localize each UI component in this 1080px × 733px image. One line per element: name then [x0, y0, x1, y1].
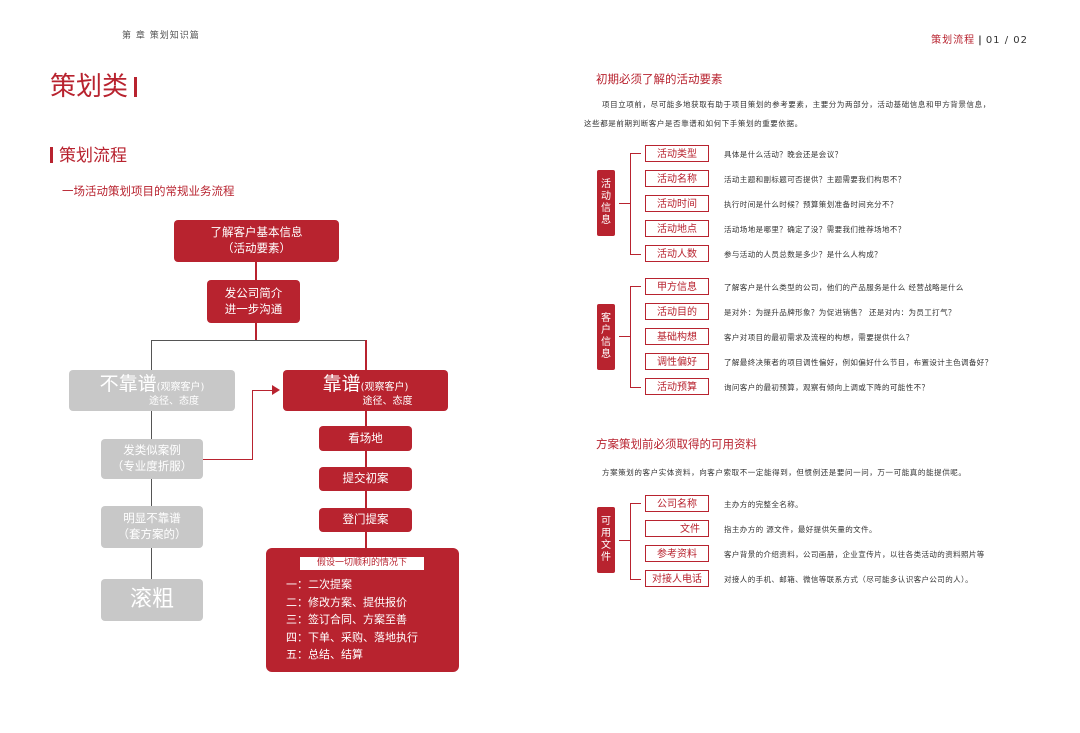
desc-activity-headcount: 参与活动的人员总数是多少？是什么人构成？: [724, 250, 882, 259]
desc-client-info: 了解客户是什么类型的公司，他们的产品服务是什么 经营战略是什么: [724, 283, 964, 292]
final-steps-tag: 假设一切顺利的情况下: [300, 557, 424, 570]
section-label: 策划流程: [931, 35, 976, 46]
desc-activity-purpose: 是对外：为提升品牌形象？为促进销售？ 还是对内：为员工打气？: [724, 308, 956, 317]
tag-client-info: 甲方信息: [645, 278, 709, 295]
tag-company-name: 公司名称: [645, 495, 709, 512]
desc-activity-budget: 询问客户的最初预算，观察有倾向上调或下降的可能性不？: [724, 383, 930, 392]
tag-activity-place: 活动地点: [645, 220, 709, 237]
connector: [255, 262, 257, 280]
flow-step-onsite-pitch: 登门提案: [319, 508, 412, 532]
desc-activity-time: 执行时间是什么时候？预算策划准备时间充分不？: [724, 200, 898, 209]
page-title: 策划类: [50, 66, 138, 103]
flow-step-reliable: 靠谱(观察客户) 途径、态度: [283, 370, 448, 411]
bracket-tick: [619, 203, 631, 204]
desc-basic-concept: 客户对项目的最初需求及流程的构想，需要提供什么？: [724, 333, 914, 342]
tag-files: 文件: [645, 520, 709, 537]
group-label-activity-info: 活动信息: [597, 170, 615, 236]
arrow-right-icon: [272, 385, 280, 395]
group-label-client-info: 客户信息: [597, 304, 615, 370]
connector: [151, 411, 152, 439]
desc-contact-phone: 对接人的手机、邮箱、微信等联系方式（尽可能多认识客户公司的人）。: [724, 575, 974, 584]
flow-step-site-visit: 看场地: [319, 426, 412, 451]
activity-elements-intro: 项目立项前，尽可能多地获取有助于项目策划的参考要素，主要分为两部分，活动基础信息…: [584, 100, 991, 128]
tag-tone-preference: 调性偏好: [645, 353, 709, 370]
connector: [151, 479, 152, 506]
connector: [365, 532, 367, 548]
list-item: 二：修改方案、提供报价: [286, 595, 407, 609]
flow-step-submit-draft: 提交初案: [319, 467, 412, 491]
group-bracket: [630, 286, 641, 388]
tag-basic-concept: 基础构想: [645, 328, 709, 345]
flow-caption: 一场活动策划项目的常规业务流程: [62, 184, 235, 198]
tag-reference-material: 参考资料: [645, 545, 709, 562]
group-label-available-files: 可用文件: [597, 507, 615, 573]
flow-step-client-info: 了解客户基本信息（活动要素）: [174, 220, 339, 262]
final-steps-list: 一：二次提案 二：修改方案、提供报价 三：签订合同、方案至善 四：下单、采购、落…: [286, 576, 418, 664]
page-number: 01 / 02: [985, 35, 1028, 46]
tag-activity-budget: 活动预算: [645, 378, 709, 395]
flow-step-obviously-unreliable: 明显不靠谱（套方案的）: [101, 506, 203, 548]
desc-company-name: 主办方的完整全名称。: [724, 500, 803, 509]
connector: [365, 491, 367, 508]
desc-tone-preference: 了解最终决策者的项目调性偏好，例如偏好什么节目，布置设计主色调备好？: [724, 358, 993, 367]
list-item: 一：二次提案: [286, 578, 352, 591]
chapter-label: 第 章 策划知识篇: [122, 31, 200, 41]
group-bracket: [630, 503, 641, 580]
connector: [255, 323, 257, 340]
bracket-tick: [619, 336, 631, 337]
desc-activity-type: 具体是什么活动？晚会还是会议？: [724, 150, 843, 159]
flow-step-send-intro: 发公司简介进一步沟通: [207, 280, 300, 323]
tag-activity-type: 活动类型: [645, 145, 709, 162]
connector: [203, 459, 253, 460]
group-bracket: [630, 153, 641, 255]
list-item: 四：下单、采购、落地执行: [286, 630, 418, 644]
connector: [365, 451, 367, 467]
desc-activity-name: 活动主题和副标题可否提供？主题需要我们构思不？: [724, 175, 906, 184]
connector: [252, 390, 253, 460]
list-item: 三：签订合同、方案至善: [286, 613, 407, 626]
desc-reference-material: 客户背景的介绍资料，公司画册，企业宣传片，以往各类活动的资料照片等: [724, 550, 985, 559]
connector: [151, 548, 152, 579]
tag-activity-time: 活动时间: [645, 195, 709, 212]
tag-activity-name: 活动名称: [645, 170, 709, 187]
tag-activity-headcount: 活动人数: [645, 245, 709, 262]
list-item: 五：总结、结算: [286, 648, 363, 661]
bracket-tick: [619, 540, 631, 541]
connector: [252, 390, 272, 391]
available-materials-title: 方案策划前必须取得的可用资料: [596, 437, 757, 451]
flow-final-steps: 假设一切顺利的情况下 一：二次提案 二：修改方案、提供报价 三：签订合同、方案至…: [266, 548, 459, 672]
available-materials-intro: 方案策划的客户实体资料，向客户索取不一定能得到，但惯例还是要问一问，万一可能真的…: [602, 468, 967, 477]
section-title: 策划流程: [50, 141, 127, 166]
flow-step-reject: 滚粗: [101, 579, 203, 621]
page-header: 策划流程|01 / 02: [931, 35, 1028, 46]
tag-contact-phone: 对接人电话: [645, 570, 709, 587]
flow-step-unreliable: 不靠谱(观察客户) 途径、态度: [69, 370, 235, 411]
tag-activity-purpose: 活动目的: [645, 303, 709, 320]
desc-activity-place: 活动场地是哪里？确定了没？需要我们推荐场地不？: [724, 225, 906, 234]
connector: [151, 340, 152, 370]
flow-step-send-cases: 发类似案例（专业度折服）: [101, 439, 203, 479]
desc-files: 指主办方的 源文件，最好提供矢量的文件。: [724, 525, 877, 534]
connector: [151, 340, 366, 341]
connector: [365, 411, 367, 426]
activity-elements-title: 初期必须了解的活动要素: [596, 72, 723, 86]
connector: [365, 340, 367, 370]
